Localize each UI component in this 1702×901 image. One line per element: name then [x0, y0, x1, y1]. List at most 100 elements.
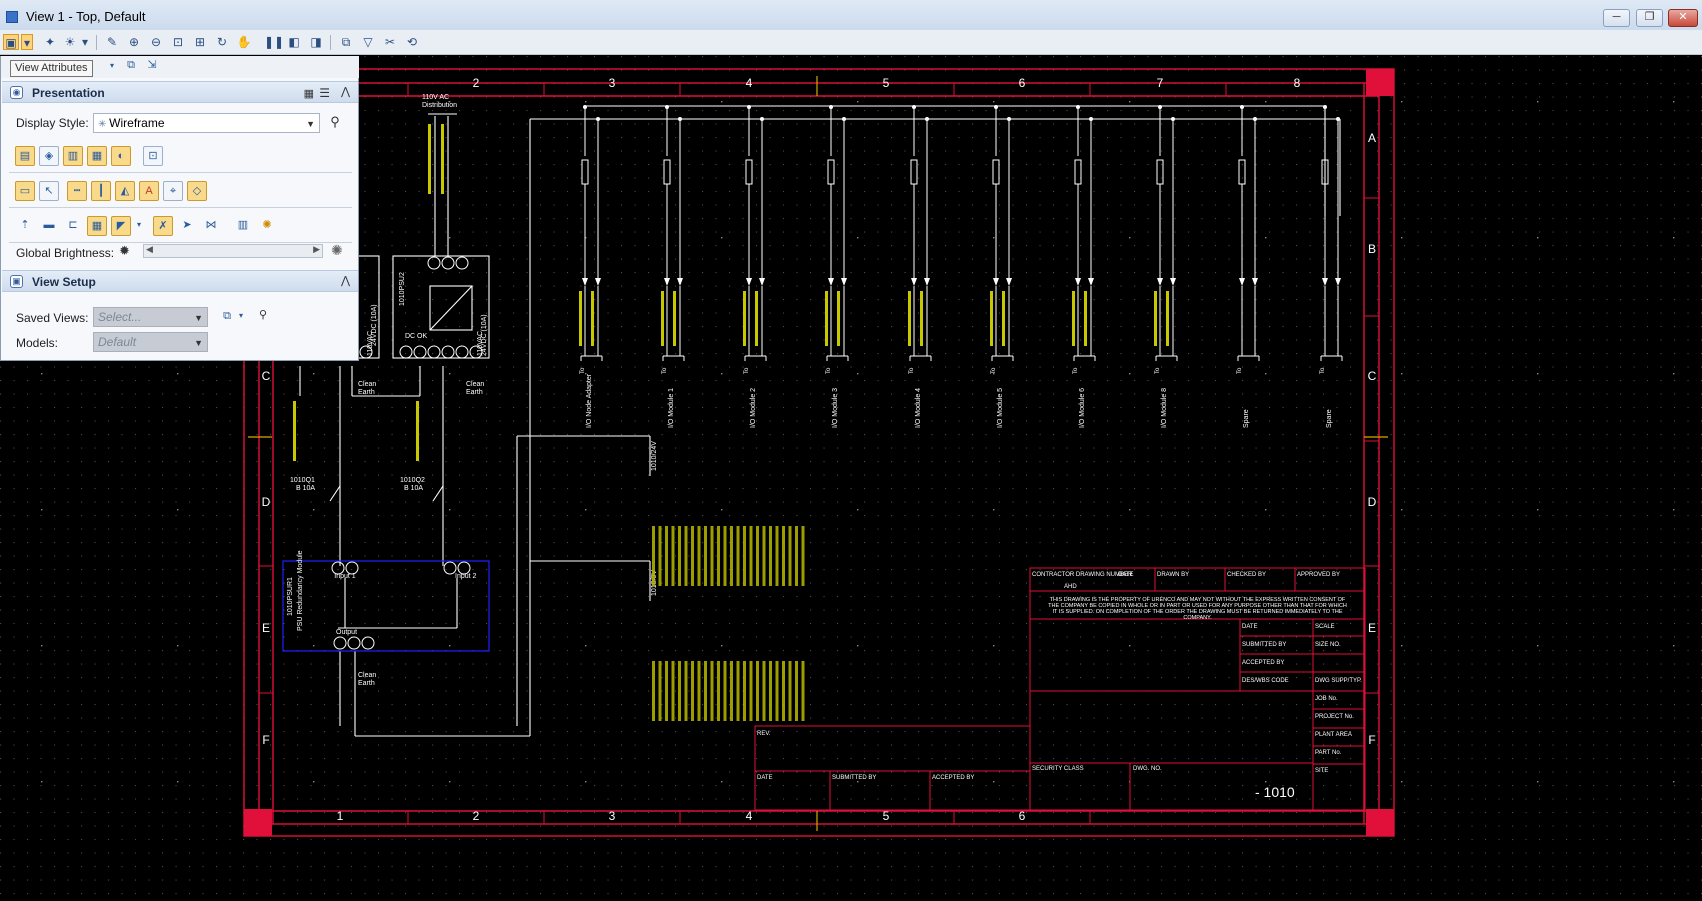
wire-number-label — [788, 661, 792, 721]
zone-col-bottom-6: 6 — [1019, 809, 1026, 823]
feeder-wire-label — [990, 291, 993, 346]
module-label: I/O Module 5 — [997, 388, 1004, 428]
models-select[interactable]: Default ▼ — [93, 332, 208, 352]
display-style-icon[interactable]: ✦ — [44, 35, 56, 49]
psu-wire-label — [416, 401, 419, 461]
clip-front-toggle-icon[interactable]: ◤ — [111, 216, 131, 236]
breaker2-rating: B 10A — [404, 485, 423, 492]
list-view-icon[interactable]: ☰ — [319, 86, 330, 100]
view-attributes-dropdown-icon[interactable]: ▾ — [21, 34, 33, 50]
display-style-select[interactable]: ✳ Wireframe ▼ — [93, 113, 320, 133]
module-label: I/O Module 3 — [832, 388, 839, 428]
window-area-icon[interactable]: ⊡ — [172, 35, 184, 49]
wire-number-label — [749, 526, 753, 586]
grid-view-icon[interactable]: ▦ — [303, 88, 314, 100]
apply-settings-icon[interactable]: ⇲ — [147, 59, 157, 71]
view-filter-icon[interactable]: ▽ — [363, 35, 373, 49]
text-toggle-icon[interactable]: A — [139, 181, 159, 201]
line-styles-toggle-icon[interactable]: ┅ — [67, 181, 87, 201]
to-label: To — [1155, 367, 1161, 374]
update-view-icon[interactable]: ✎ — [106, 35, 118, 49]
pan-view-icon[interactable]: ✋ — [236, 35, 252, 49]
zoom-out-icon[interactable]: ⊖ — [150, 35, 162, 49]
lighting-icon[interactable]: ✺ — [262, 219, 272, 231]
saved-views-manage-icon[interactable]: ⧉ — [223, 310, 231, 322]
transparency-icon[interactable]: ⇡ — [20, 219, 30, 231]
feeder-wire-label — [825, 291, 828, 346]
presentation-divider — [9, 207, 352, 208]
fit-view-icon[interactable]: ⊞ — [194, 35, 206, 49]
minimize-button[interactable]: ─ — [1603, 9, 1630, 27]
walk-icon[interactable]: ❚❚ — [264, 35, 285, 49]
camera-icon[interactable]: ▬ — [43, 219, 55, 231]
collapse-presentation-icon[interactable]: ⋀ — [340, 86, 350, 98]
source-lighting-icon[interactable]: ➤ — [182, 219, 192, 231]
zone-col-8: 8 — [1294, 76, 1301, 90]
view-setup-section-header[interactable]: ▣ View Setup ⋀ — [2, 270, 358, 292]
breaker1-name: 1010Q1 — [290, 477, 315, 484]
levels-toggle-icon[interactable]: ◭ — [115, 181, 135, 201]
saved-views-select[interactable]: Select... ▼ — [93, 307, 208, 327]
text-nodes-toggle-icon[interactable]: ◇ — [187, 181, 207, 201]
view-attributes-panel[interactable]: View Attributes ▾ ⧉ ⇲ ◉ Presentation ▦ ☰… — [0, 56, 359, 361]
global-brightness-slider[interactable]: ◀ ▶ — [143, 244, 323, 258]
acs-triad-toggle-icon[interactable]: ◈ — [39, 146, 59, 166]
presentation-section-header[interactable]: ◉ Presentation ▦ ☰ ⋀ — [2, 81, 358, 103]
zone-row-f: F — [1368, 733, 1375, 747]
clean-earth-1b: Earth — [358, 389, 375, 396]
zone-row-e-left: E — [262, 621, 270, 635]
copy-settings-icon[interactable]: ⧉ — [127, 59, 135, 71]
wire-number-label — [756, 526, 759, 586]
grid-toggle-icon[interactable]: ⊡ — [143, 146, 163, 166]
lights-dropdown-icon[interactable]: ▾ — [81, 35, 89, 49]
zone-row-c-left: C — [262, 369, 271, 383]
patterns-toggle-icon[interactable]: ◐ — [111, 146, 131, 166]
rotate-view-icon[interactable]: ↻ — [216, 35, 228, 49]
view-attributes-icon[interactable]: ▣ — [3, 34, 19, 50]
clip-volume-icon[interactable]: ✂ — [384, 35, 396, 49]
line-weights-toggle-icon[interactable]: ┃ — [91, 181, 111, 201]
data-fields-toggle-icon[interactable]: ↖ — [39, 181, 59, 201]
display-style-search-icon[interactable]: ⚲ — [330, 114, 340, 129]
panel-menu-dropdown-icon[interactable]: ▾ — [109, 61, 114, 70]
next-view-icon[interactable]: ◨ — [310, 35, 322, 49]
clip-back-icon[interactable]: ⊏ — [68, 219, 78, 231]
feeder-circuit: I/O Module 8To — [1155, 105, 1178, 428]
boundary-display-toggle-icon[interactable]: ▭ — [15, 181, 35, 201]
collapse-view-setup-icon[interactable]: ⋀ — [340, 275, 350, 287]
close-button[interactable]: ✕ — [1668, 9, 1698, 27]
slider-left-arrow-icon[interactable]: ◀ — [146, 244, 153, 254]
chevron-down-icon: ▼ — [306, 119, 315, 129]
markup-icon[interactable]: ⋈ — [205, 219, 217, 231]
dimensions-toggle-icon[interactable]: ▥ — [63, 146, 83, 166]
slider-right-arrow-icon[interactable]: ▶ — [313, 244, 320, 254]
copy-view-icon[interactable]: ⧉ — [341, 35, 351, 49]
clip-dropdown-icon[interactable]: ▾ — [136, 220, 141, 229]
presentation-section-icon: ◉ — [10, 86, 23, 99]
tb-part-no: PART No. — [1315, 750, 1342, 756]
toolbar-separator — [96, 35, 97, 50]
previous-view-icon[interactable]: ◧ — [288, 35, 300, 49]
clean-earth-2b: Earth — [466, 389, 483, 396]
background-icon[interactable]: ▥ — [237, 219, 249, 231]
fill-toggle-icon[interactable]: ▦ — [87, 146, 107, 166]
wire-number-label — [671, 661, 675, 721]
constructions-toggle-icon[interactable]: ▤ — [15, 146, 35, 166]
view-rotation-icon[interactable]: ⟲ — [406, 35, 418, 49]
zoom-in-icon[interactable]: ⊕ — [128, 35, 140, 49]
clip-volume-toggle-icon[interactable]: ▦ — [87, 216, 107, 236]
center-marks — [248, 76, 1388, 831]
wire-number-label — [769, 661, 772, 721]
psu1-output-label: 24VDC (10A) — [371, 304, 378, 346]
lights-icon[interactable]: ☀ — [64, 35, 76, 49]
snap-toggle-icon[interactable]: ✗ — [153, 216, 173, 236]
restore-button[interactable]: ❐ — [1636, 9, 1663, 27]
saved-views-dropdown-icon[interactable]: ▾ — [238, 311, 243, 320]
saved-views-label: Saved Views: — [16, 311, 89, 325]
tags-toggle-icon[interactable]: ⌖ — [163, 181, 183, 201]
saved-views-search-icon[interactable]: ⚲ — [258, 309, 268, 321]
view-attributes-tooltip: View Attributes — [10, 60, 93, 77]
